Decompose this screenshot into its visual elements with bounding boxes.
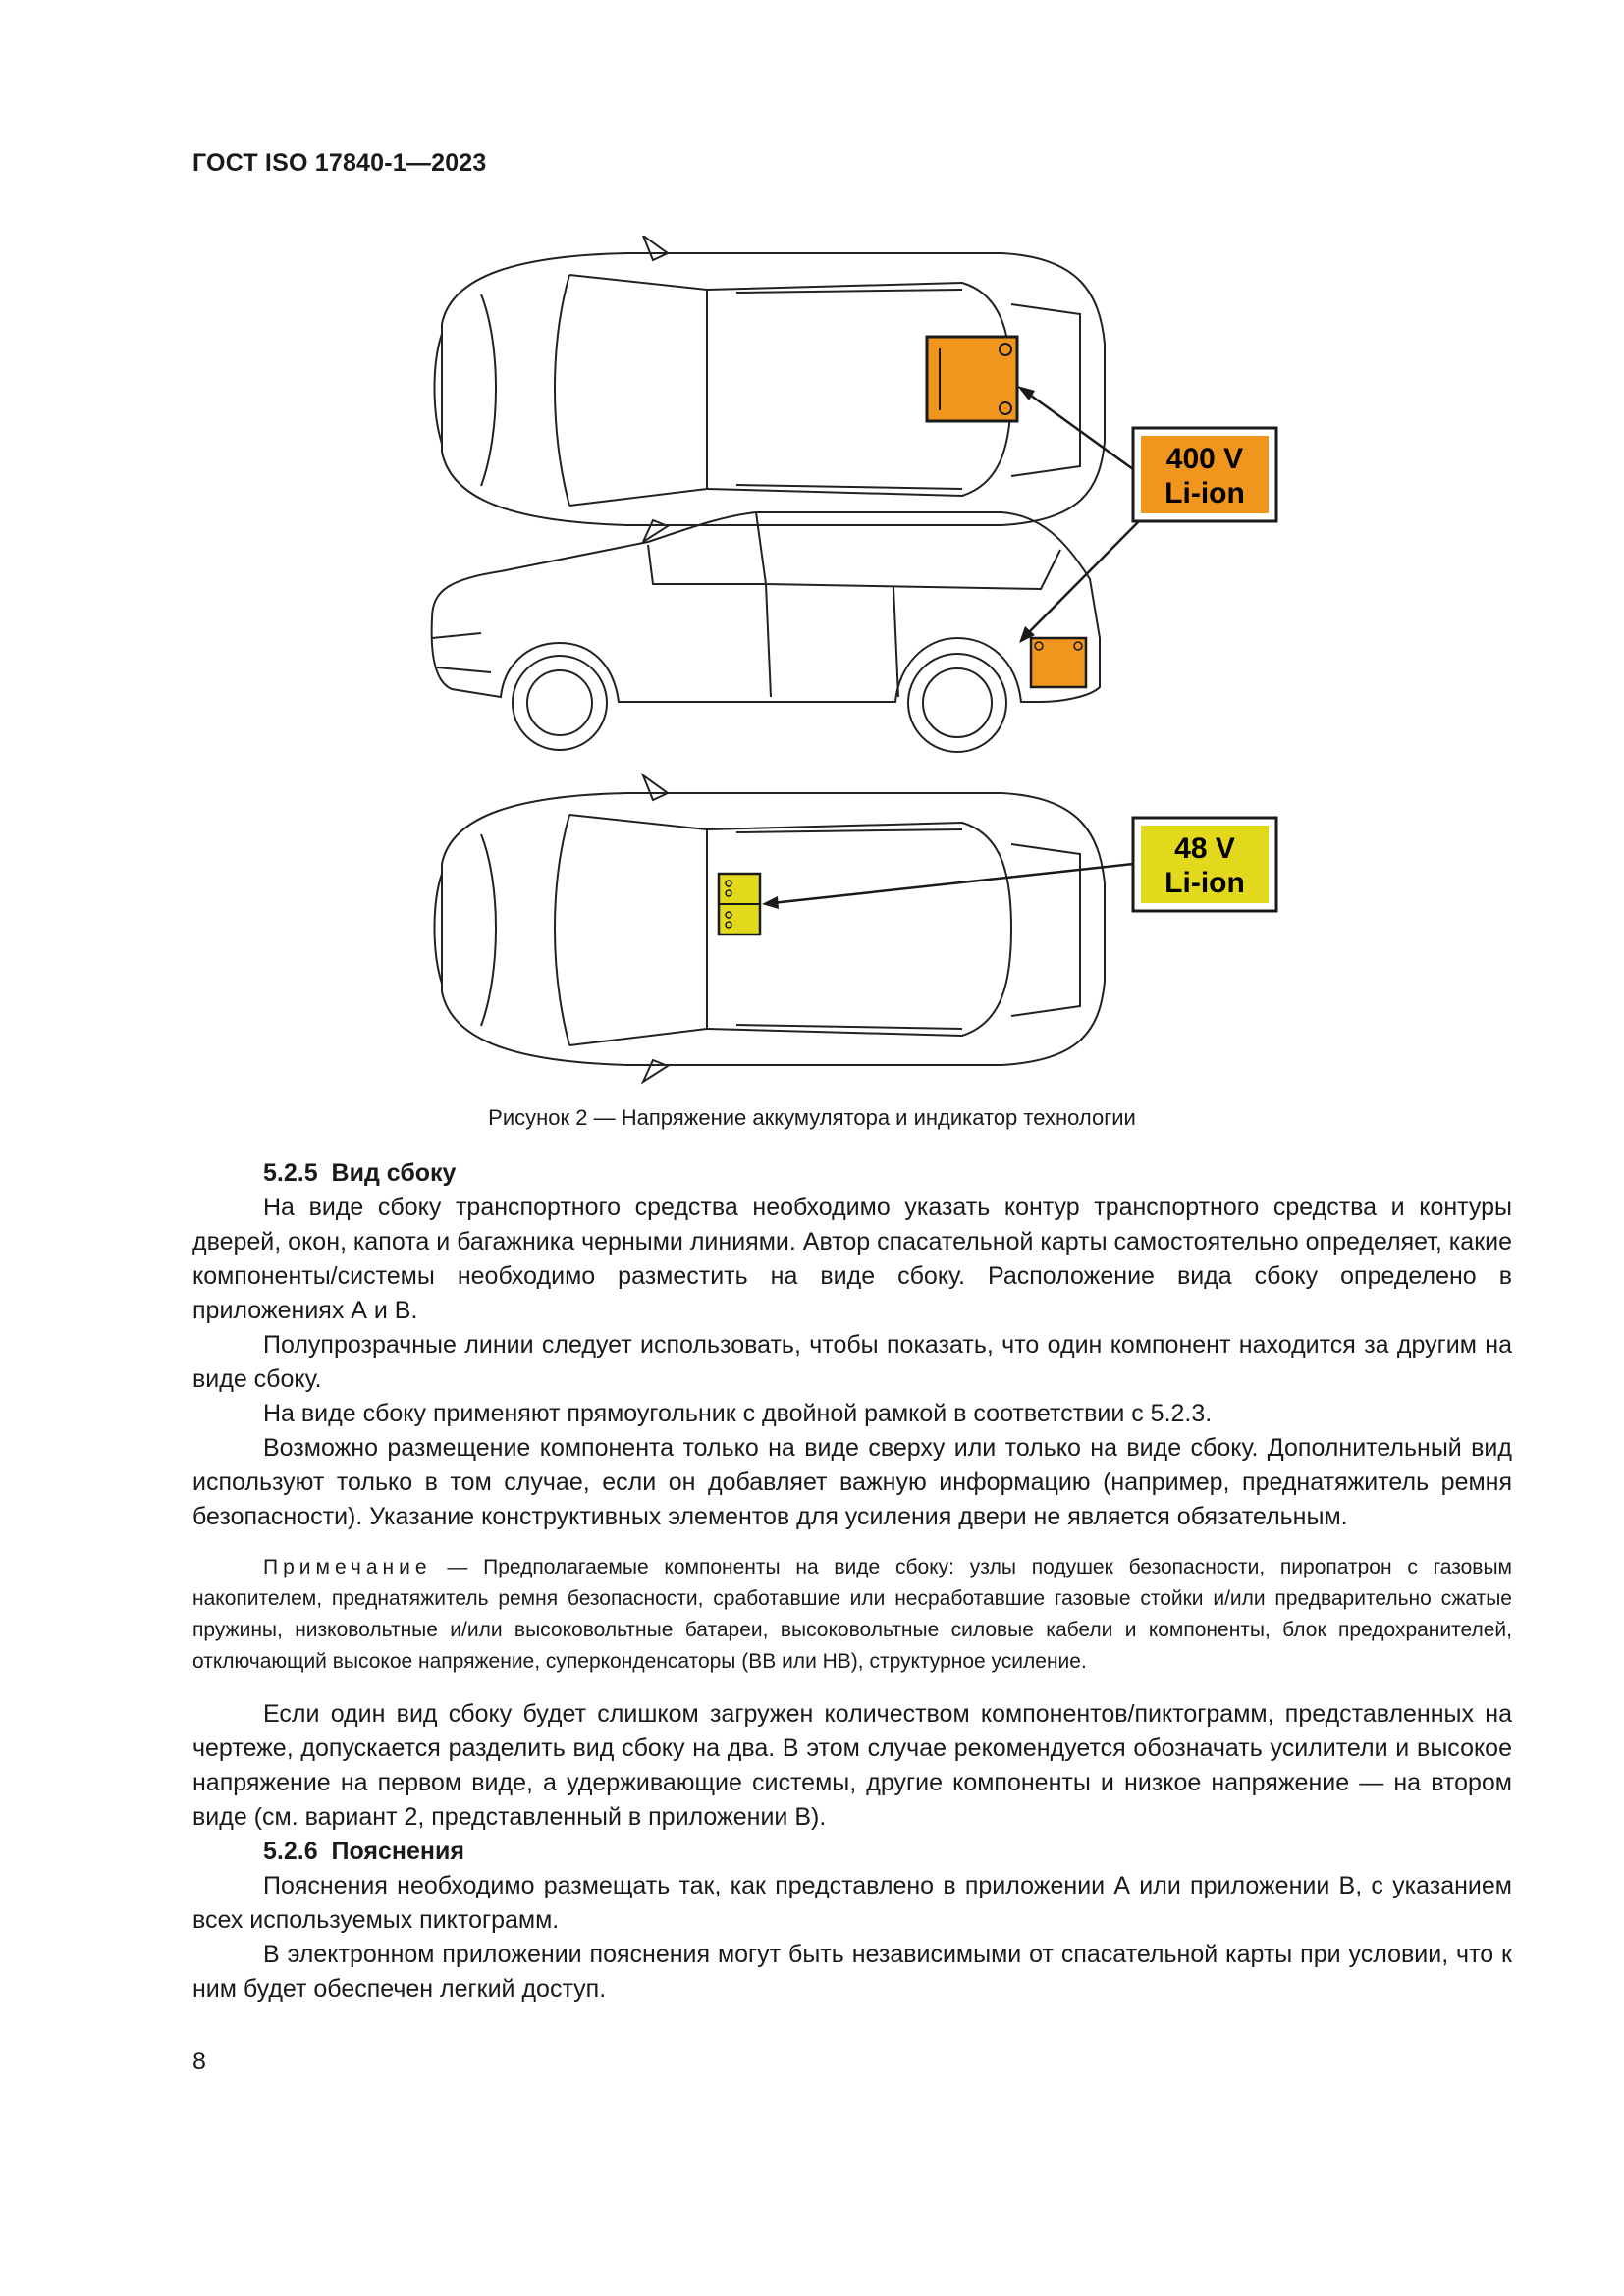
paragraph: Полупрозрачные линии следует использоват… xyxy=(192,1331,1512,1393)
battery-400v-top-view xyxy=(925,335,1019,423)
section-number: 5.2.5 xyxy=(263,1159,318,1187)
figure-battery-diagram: 400 V Li-ion xyxy=(430,236,1278,1085)
section-number: 5.2.6 xyxy=(263,1838,318,1865)
label-48v-voltage: 48 V xyxy=(1174,832,1235,865)
note-lead: Примечание xyxy=(263,1556,432,1578)
battery-400v-side-view xyxy=(1029,636,1088,689)
paragraph: Возможно размещение компонента только на… xyxy=(192,1434,1512,1530)
note: Примечание — Предполагаемые компоненты н… xyxy=(192,1552,1512,1678)
arrow-48v xyxy=(771,862,1134,905)
section-heading-5-2-5: 5.2.5 Вид сбоку xyxy=(192,1156,1512,1191)
section-title: Вид сбоку xyxy=(331,1159,457,1187)
paragraph: На виде сбоку применяют прямоугольник с … xyxy=(263,1400,1213,1427)
body-text: 5.2.5 Вид сбоку На виде сбоку транспортн… xyxy=(192,1156,1512,2006)
note-text: — Предполагаемые компоненты на виде сбок… xyxy=(192,1556,1512,1673)
label-400v-li-ion: 400 V Li-ion xyxy=(1131,426,1278,523)
page-number: 8 xyxy=(192,2048,206,2075)
paragraph: В электронном приложении пояснения могут… xyxy=(192,1941,1512,2002)
figure-caption: Рисунок 2 — Напряжение аккумулятора и ин… xyxy=(488,1105,1136,1130)
label-48v-tech: Li-ion xyxy=(1164,867,1245,899)
label-48v-li-ion: 48 V Li-ion xyxy=(1131,816,1278,913)
car-top-view-lower xyxy=(433,773,1106,1085)
label-400v-tech: Li-ion xyxy=(1164,477,1245,509)
car-side-view xyxy=(430,511,1101,753)
paragraph: Пояснения необходимо размещать так, как … xyxy=(192,1872,1512,1934)
document-header: ГОСТ ISO 17840-1—2023 xyxy=(192,149,487,177)
paragraph: Если один вид сбоку будет слишком загруж… xyxy=(192,1700,1512,1831)
battery-48v-top-view xyxy=(717,872,762,936)
section-heading-5-2-6: 5.2.6 Пояснения xyxy=(192,1835,1512,1869)
section-title: Пояснения xyxy=(331,1838,464,1865)
label-400v-voltage: 400 V xyxy=(1166,443,1243,475)
arrow-400v-top xyxy=(1026,391,1134,471)
arrow-400v-side xyxy=(1026,520,1140,635)
paragraph: На виде сбоку транспортного средства нео… xyxy=(192,1194,1512,1324)
